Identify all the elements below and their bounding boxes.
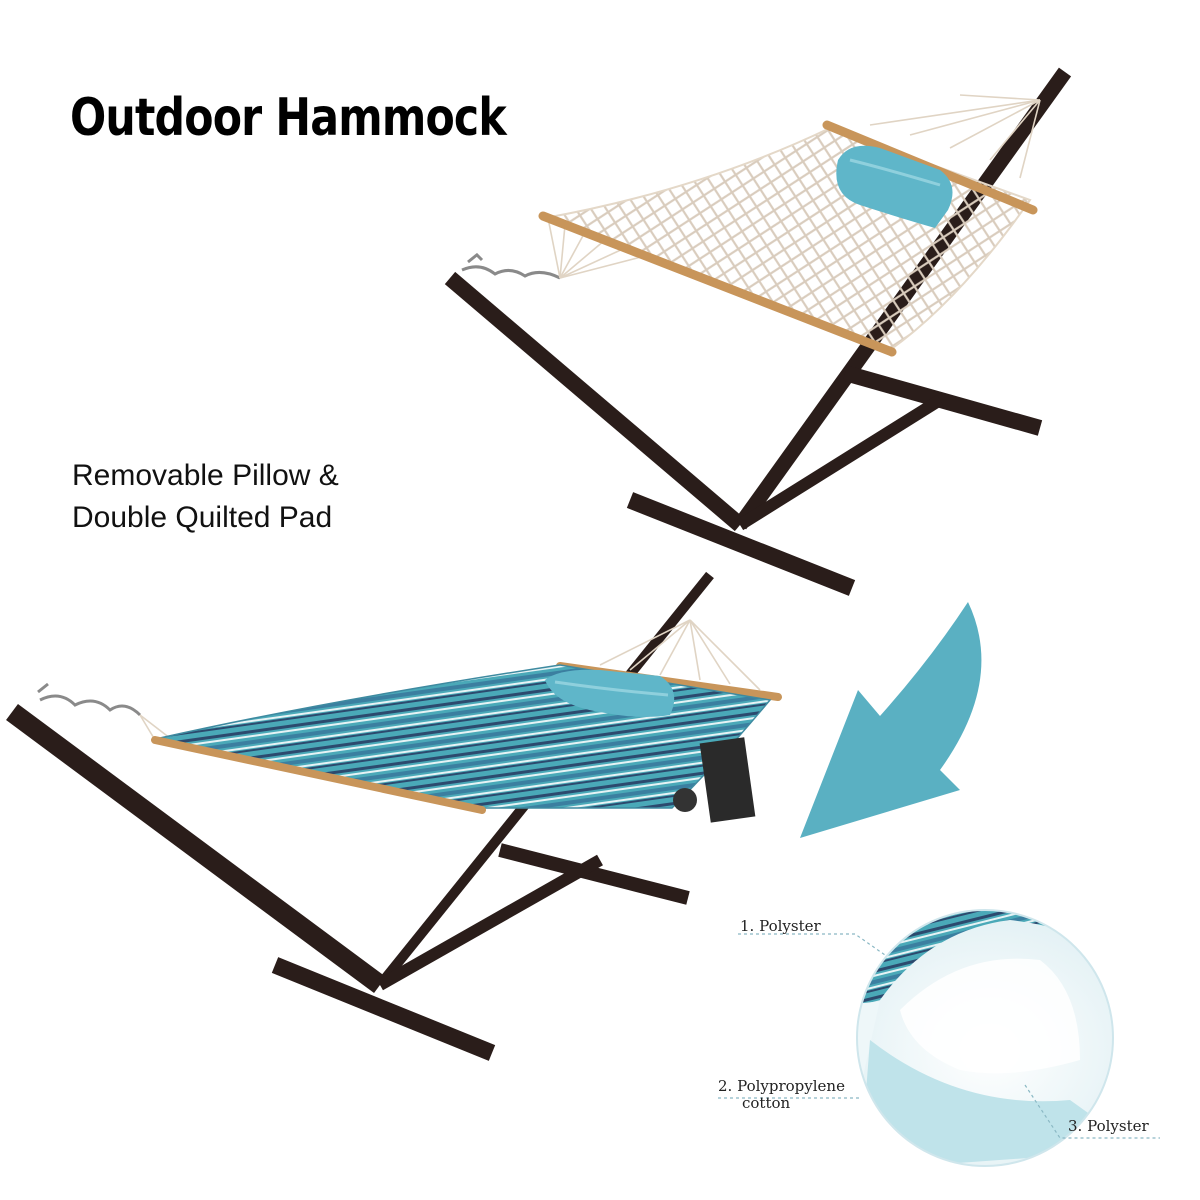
layer-label-3: 3. Polyster (1068, 1117, 1149, 1135)
feature-caption-line-1: Removable Pillow & (72, 459, 339, 492)
rope-hammock-bed (541, 126, 1032, 352)
curved-arrow-icon (800, 602, 982, 838)
page-title: Outdoor Hammock (70, 88, 507, 148)
rope-hammock-pillow (836, 145, 953, 228)
rope-hammock (444, 67, 1072, 596)
quilted-hammock-pillow (545, 669, 675, 717)
rope-hammock-stand (444, 67, 1072, 596)
rope-hammock-spreader-bar-front (538, 211, 897, 357)
cup-holder (673, 737, 756, 823)
rope-hammock-suspension (547, 94, 1041, 279)
quilted-hammock (6, 571, 782, 1061)
callout-lines (718, 933, 1160, 1139)
quilted-hammock-spreader-bar-front (151, 736, 486, 814)
feature-caption: Removable Pillow & Double Quilted Pad (72, 455, 339, 539)
feature-caption-line-2: Double Quilted Pad (72, 501, 333, 534)
quilted-hammock-pad (159, 664, 772, 809)
layer-label-2-line-1: 2. Polypropylene (718, 1077, 845, 1095)
layer-label-1: 1. Polyster (740, 917, 821, 935)
layer-label-2: 2. Polypropylene cotton (718, 1077, 845, 1113)
layer-label-2-line-2: cotton (742, 1094, 791, 1113)
rope-hammock-chain (461, 252, 561, 280)
quilted-hammock-chain (37, 682, 142, 717)
quilted-hammock-stand (6, 571, 714, 1061)
